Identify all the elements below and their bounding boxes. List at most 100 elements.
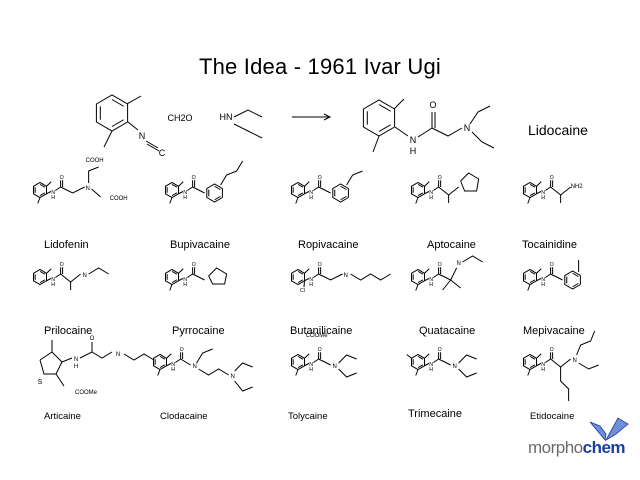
hydrogen-label: H: [74, 364, 78, 370]
nitrogen-label: N: [541, 362, 545, 368]
methyl: [46, 181, 52, 187]
bond: [88, 166, 99, 183]
double-bond: [529, 183, 536, 188]
bond: [61, 357, 73, 363]
oxygen-label: O: [318, 347, 322, 353]
oxygen-label: O: [550, 175, 554, 181]
compound-label-tocainidine: Tocainidine: [522, 239, 578, 251]
logo-text-chem: chem: [582, 438, 626, 457]
methyl: [442, 279, 452, 291]
lidocaine-n2: N: [464, 123, 471, 133]
page-title: The Idea - 1961 Ivar Ugi: [198, 54, 442, 79]
double-bond: [39, 270, 46, 275]
bond: [55, 186, 61, 191]
bond: [438, 186, 459, 196]
double-bond: [529, 192, 536, 197]
nitrogen-label: N: [51, 190, 55, 196]
double-bond: [159, 355, 166, 360]
piperidine-ring: [332, 183, 349, 203]
methyl: [126, 95, 142, 105]
bond: [60, 186, 85, 194]
nitrogen-label: N: [343, 273, 347, 279]
methyl: [406, 354, 412, 359]
nitrogen-label: N: [456, 261, 460, 267]
methyl: [166, 353, 172, 359]
bond: [60, 273, 81, 283]
compound-label-articaine: Articaine: [44, 411, 81, 422]
amine-label: NH2: [571, 184, 584, 190]
hydrogen-label: H: [183, 195, 187, 201]
compound-label-tolycaine: Tolycaine: [288, 411, 328, 422]
double-bond: [417, 192, 424, 197]
bond: [187, 273, 193, 278]
cooh-label: COOH: [110, 196, 128, 202]
bond: [550, 186, 571, 196]
bond: [536, 278, 542, 282]
nitrogen-label: N: [309, 190, 313, 196]
isocyanide-c: C: [159, 148, 166, 158]
morphochem-logo: morphochem: [528, 438, 626, 458]
double-bond: [171, 183, 178, 188]
oxygen-label: O: [550, 347, 554, 353]
nitrogen-label: N: [171, 362, 175, 368]
hydrogen-label: H: [429, 367, 433, 373]
ethyl: [471, 131, 495, 149]
bond: [318, 273, 343, 281]
methyl: [178, 268, 184, 274]
product-label: Lidocaine: [528, 122, 588, 138]
bond: [178, 191, 184, 195]
nitrogen-label: N: [183, 190, 187, 196]
benzene-ring: [33, 268, 47, 286]
propyl: [576, 330, 596, 356]
logo-wing-left: [589, 421, 607, 441]
double-bond: [171, 270, 178, 275]
methyl: [295, 197, 299, 204]
oxygen-label: O: [90, 336, 95, 342]
hydrogen-label: H: [541, 282, 545, 288]
ethyl: [234, 380, 253, 392]
hydrogen-label: H: [309, 195, 313, 201]
oxygen-label: O: [438, 347, 442, 353]
double-bond: [340, 195, 347, 201]
formaldehyde-label: CH2O: [167, 113, 192, 123]
bond: [313, 273, 319, 278]
methyl: [536, 268, 542, 274]
bond: [55, 373, 65, 387]
methyl: [169, 284, 173, 291]
double-bond: [297, 183, 304, 188]
bond: [304, 278, 310, 282]
bond: [192, 186, 205, 194]
double-bond: [297, 270, 304, 275]
methyl: [424, 181, 430, 187]
ethyl: [338, 368, 357, 378]
methyl: [424, 268, 430, 274]
double-bond: [340, 185, 347, 191]
double-bond: [417, 355, 424, 360]
double-bond: [529, 355, 536, 360]
amine-label: HN: [220, 112, 233, 122]
coome-label: COOMe: [75, 390, 98, 396]
bond: [175, 358, 181, 363]
ethyl: [338, 354, 357, 364]
double-bond: [417, 279, 424, 284]
methyl: [169, 197, 173, 204]
ethyl: [233, 109, 263, 118]
nitrogen-label: N: [183, 277, 187, 283]
cooh-label: COOH: [86, 158, 104, 164]
oxygen-label: O: [318, 262, 322, 268]
nitrogen-label: N: [192, 364, 196, 370]
nitrogen-label: N: [541, 190, 545, 196]
lidocaine-n: N: [410, 135, 417, 145]
bond: [545, 186, 551, 191]
pyrrolidine-ring: [460, 172, 480, 192]
ethyl: [233, 123, 263, 139]
methyl: [536, 181, 542, 187]
double-bond: [378, 104, 391, 112]
piperidine-ring: [206, 183, 223, 203]
bond: [198, 368, 229, 376]
double-bond: [297, 279, 304, 284]
thiophene-ring: [39, 351, 63, 375]
hydrogen-label: H: [309, 282, 313, 288]
bond: [431, 127, 463, 137]
double-bond: [529, 270, 536, 275]
